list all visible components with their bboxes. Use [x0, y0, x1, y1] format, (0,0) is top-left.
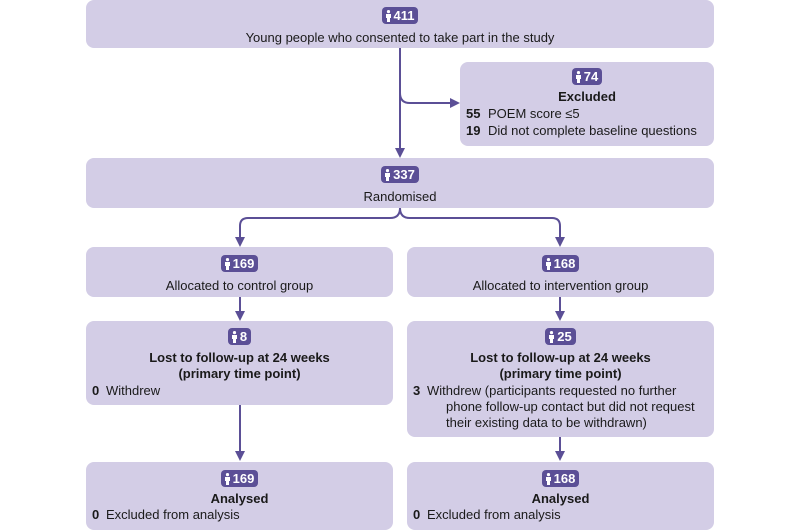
person-icon — [545, 257, 552, 270]
box-label: Young people who consented to take part … — [245, 29, 555, 45]
box-title-secondary: (primary time point) — [499, 365, 622, 381]
person-icon — [545, 472, 552, 485]
count-badge: 25 — [545, 328, 576, 345]
person-icon — [231, 330, 238, 343]
person-icon — [384, 168, 391, 181]
person-icon — [224, 472, 231, 485]
box-title: Lost to follow-up at 24 weeks — [470, 349, 651, 365]
count-value: 25 — [557, 329, 572, 344]
count-value: 168 — [553, 471, 576, 486]
control-allocation-box: 169 Allocated to control group — [86, 247, 393, 297]
box-title-secondary: (primary time point) — [178, 365, 301, 381]
arrow-to-excluded — [399, 92, 460, 108]
count-badge: 169 — [220, 470, 259, 487]
consented-box: 411 Young people who consented to take p… — [86, 0, 714, 48]
arrow-randomised-split — [239, 207, 561, 238]
person-icon — [224, 257, 231, 270]
count-badge: 169 — [220, 255, 259, 272]
count-value: 8 — [239, 329, 248, 344]
count-value: 169 — [232, 471, 255, 486]
count-badge: 8 — [227, 328, 252, 345]
count-value: 74 — [583, 69, 599, 84]
box-title: Excluded — [558, 88, 616, 104]
person-icon — [575, 70, 582, 83]
box-label: Allocated to intervention group — [472, 277, 649, 293]
count-badge: 168 — [541, 255, 580, 272]
box-title: Analysed — [531, 490, 590, 506]
person-icon — [385, 9, 392, 22]
intervention-allocation-box: 168 Allocated to intervention group — [407, 247, 714, 297]
box-label: Randomised — [363, 188, 437, 204]
box-label: Allocated to control group — [165, 277, 314, 293]
person-icon — [548, 330, 555, 343]
withdrew-row: 3 Withdrew (participants requested no fu… — [413, 382, 695, 430]
count-value: 411 — [393, 8, 415, 23]
count-value: 169 — [232, 256, 255, 271]
box-title: Lost to follow-up at 24 weeks — [149, 349, 330, 365]
control-lost-box: 8 Lost to follow-up at 24 weeks (primary… — [86, 321, 393, 405]
count-value: 337 — [393, 167, 415, 182]
randomised-box: 337 Randomised — [86, 158, 714, 208]
count-badge: 337 — [381, 166, 419, 183]
count-badge: 74 — [571, 68, 603, 85]
count-badge: 168 — [541, 470, 580, 487]
intervention-lost-box: 25 Lost to follow-up at 24 weeks (primar… — [407, 321, 714, 437]
count-value: 168 — [553, 256, 576, 271]
count-badge: 411 — [381, 7, 419, 24]
box-title: Analysed — [210, 490, 269, 506]
